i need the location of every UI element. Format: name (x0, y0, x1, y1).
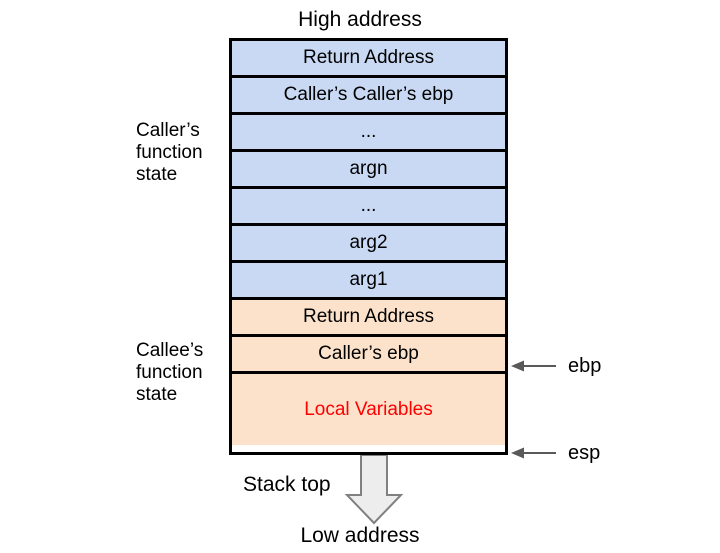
esp-label: esp (568, 442, 601, 464)
stack-top-label: Stack top (243, 473, 331, 496)
ebp-label: ebp (568, 355, 602, 377)
caller-function-state-label: Caller’s function state (136, 120, 203, 185)
stack-cell-ellipsis-upper: ... (232, 115, 505, 152)
stack-cell-local-variables: Local Variables (232, 374, 505, 445)
stack-cell-callers-ebp: Caller’s ebp (232, 337, 505, 374)
low-address-label: Low address (300, 524, 420, 547)
callee-function-state-label: Callee’s function state (136, 340, 204, 405)
stack-cell-argn: argn (232, 152, 505, 189)
stack-growth-down-arrow-icon (344, 455, 404, 525)
stack-cell-return-address-callee: Return Address (232, 300, 505, 337)
esp-pointer: esp (509, 442, 601, 464)
stack-cell-callers-callers-ebp: Caller’s Caller’s ebp (232, 78, 505, 115)
left-arrow-icon (511, 360, 556, 372)
stack-container: Return Address Caller’s Caller’s ebp ...… (229, 38, 508, 455)
stack-cell-ellipsis-lower: ... (232, 189, 505, 226)
stack-cell-arg1: arg1 (232, 263, 505, 300)
high-address-label: High address (298, 8, 422, 31)
left-arrow-icon (511, 447, 556, 459)
stack-cell-return-address-caller: Return Address (232, 41, 505, 78)
ebp-pointer: ebp (509, 355, 602, 377)
stack-cell-arg2: arg2 (232, 226, 505, 263)
